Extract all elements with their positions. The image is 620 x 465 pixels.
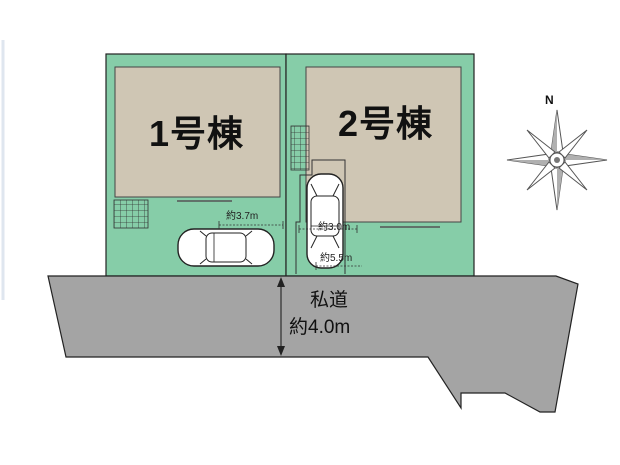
road-width: 約4.0m: [289, 317, 351, 338]
paving-lot-1: [113, 199, 149, 229]
car-lot-1: [177, 228, 275, 267]
dimension-label-2: 約3.0m: [318, 222, 351, 233]
building-2-label: 2号棟: [338, 103, 434, 144]
dimension-line-30: [298, 225, 358, 233]
compass-rose-icon: [506, 109, 608, 211]
dimension-label-1: 約3.7m: [226, 211, 259, 222]
building-1-label: 1号棟: [149, 113, 245, 154]
car-lot-2: [306, 173, 344, 269]
compass-north-label: N: [545, 93, 554, 107]
parking-outline-lot-2: [295, 159, 346, 274]
dimension-line-55: [315, 262, 362, 270]
building-1: [114, 66, 281, 198]
road-width-arrow: [277, 277, 285, 356]
dimension-label-3: 約5.5m: [320, 253, 353, 264]
paving-lot-2: [290, 125, 310, 171]
road-name: 私道: [310, 290, 349, 311]
dimension-line-37: [218, 221, 284, 229]
private-road: [47, 275, 579, 413]
